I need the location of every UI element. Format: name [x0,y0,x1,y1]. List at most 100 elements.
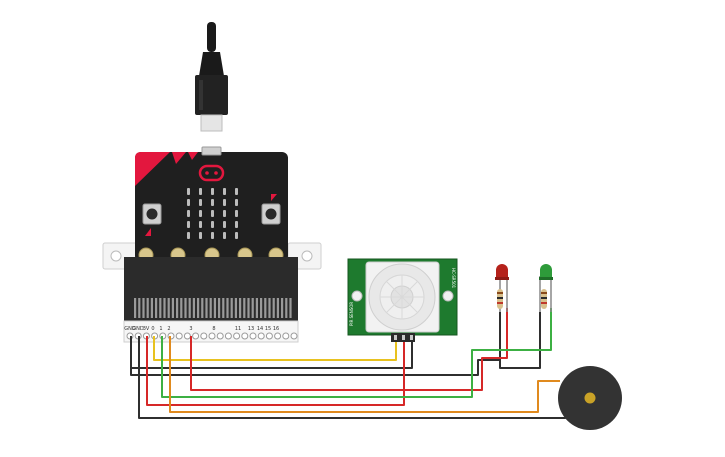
usb-cable-wire [207,22,216,52]
led-matrix-pixel [223,210,226,217]
connector-tooth [218,298,221,318]
pin-hole[interactable] [208,332,216,340]
usb-cable-icon[interactable] [195,22,228,132]
green-led-icon[interactable] [539,264,553,312]
micro-usb-port [201,146,222,156]
led-matrix-pixel [211,221,214,228]
pin-hole[interactable] [192,332,200,340]
connector-tooth [209,298,212,318]
wire-black-gnd-leds[interactable] [130,312,501,376]
wire-green-pin2-led[interactable] [161,308,552,398]
connector-tooth [184,298,187,318]
wire-black-gnd-pir[interactable] [130,336,413,369]
connector-tooth [155,298,158,318]
connector-tooth [234,298,237,318]
connector-teeth [134,298,292,318]
connector-tooth [281,298,284,318]
pin-hole[interactable] [216,332,224,340]
pin-label: 15 [265,326,271,332]
connector-tooth [226,298,229,318]
pin-label: 13 [248,326,254,332]
led-matrix [187,188,238,239]
connector-tooth [146,298,149,318]
connector-tooth [268,298,271,318]
pir-sensor-icon[interactable]: PIR SENSOR HC-SR501 [347,258,458,342]
led-matrix-pixel [187,232,190,239]
button-a[interactable] [142,203,162,236]
usb-cable-strain-relief [199,52,224,76]
led-matrix-pixel [235,221,238,228]
buzzer-center [584,392,596,404]
connector-tooth [243,298,246,318]
led-matrix-pixel [187,210,190,217]
pin-label: 3 [189,326,192,332]
green-led-body [540,264,552,278]
wire-orange-pin1-buzzer[interactable] [169,336,560,413]
connector-tooth [134,298,137,318]
led-matrix-pixel [223,221,226,228]
pin-hole[interactable] [249,332,257,340]
connector-tooth [159,298,162,318]
led-matrix-pixel [199,210,202,217]
buzzer-icon[interactable] [558,366,622,430]
led-matrix-pixel [211,210,214,217]
connector-tooth [201,298,204,318]
led-matrix-pixel [199,232,202,239]
connector-tooth [285,298,288,318]
pin-hole[interactable] [241,332,249,340]
pin-hole[interactable] [224,332,232,340]
pin-label: 0 [151,326,154,332]
connector-tooth [264,298,267,318]
connector-tooth [180,298,183,318]
connector-tooth [213,298,216,318]
pir-side-label-right: HC-SR501 [451,268,456,289]
wire-yellow-pin0[interactable] [153,336,397,361]
connector-tooth [167,298,170,318]
wire-red-3v-pir[interactable] [146,336,405,406]
pin-label: 8 [212,326,215,332]
pin-hole[interactable] [233,332,241,340]
wire-black-led-green[interactable] [499,312,541,369]
pin-hole[interactable] [175,332,183,340]
led-matrix-pixel [235,199,238,206]
pin-hole[interactable] [282,332,290,340]
pin-label: 1 [159,326,162,332]
microbit-body [135,152,288,262]
pin-label: GND [124,326,136,332]
pin-hole[interactable] [265,332,273,340]
connector-tooth [171,298,174,318]
connector-tooth [197,298,200,318]
led-matrix-pixel [223,232,226,239]
connector-tooth [163,298,166,318]
usb-plug-metal [200,114,223,132]
resistor-red-led-icon[interactable] [497,289,503,309]
connector-tooth [176,298,179,318]
connector-tooth [251,298,254,318]
connector-tooth [188,298,191,318]
red-led-icon[interactable] [495,264,509,312]
connector-tooth [239,298,242,318]
pin-label: 2 [167,326,170,332]
led-matrix-pixel [223,188,226,195]
resistor-green-led-icon[interactable] [541,289,547,309]
connector-tooth [222,298,225,318]
pin-hole[interactable] [200,332,208,340]
pin-hole[interactable] [183,332,191,340]
pin-hole[interactable] [274,332,282,340]
connector-tooth [205,298,208,318]
led-matrix-pixel [235,188,238,195]
led-matrix-pixel [235,232,238,239]
pin-hole[interactable] [290,332,298,340]
button-b[interactable] [261,194,281,225]
pin-hole[interactable] [257,332,265,340]
led-matrix-pixel [211,188,214,195]
connector-tooth [230,298,233,318]
connector-tooth [255,298,258,318]
pin-label: 3V [143,326,150,332]
pir-side-label-left: PIR SENSOR [349,302,354,326]
connector-tooth [192,298,195,318]
